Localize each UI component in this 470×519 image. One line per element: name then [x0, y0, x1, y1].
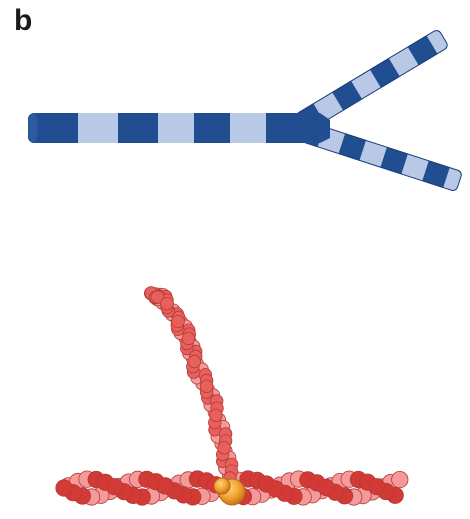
branched-actin-filament-model [56, 287, 408, 505]
arp-complex [214, 478, 245, 505]
actin-subunit [106, 479, 122, 495]
actin-subunit [188, 355, 201, 368]
actin-subunit [182, 332, 195, 345]
actin-subunit [318, 479, 334, 495]
arp-subunit [214, 478, 230, 494]
actin-subunit [157, 478, 173, 494]
actin-subunit [369, 479, 385, 495]
branch-junction [290, 113, 330, 143]
filament-stem [28, 113, 330, 143]
actin-subunit [218, 441, 231, 454]
daughter-filament [144, 287, 238, 485]
actin-subunit [210, 409, 223, 422]
actin-subunit [200, 380, 213, 393]
actin-subunit [172, 315, 185, 328]
actin-subunit [267, 481, 283, 497]
actin-subunit [161, 297, 174, 310]
branched-filament-schematic [28, 28, 463, 192]
actin-subunit [56, 480, 72, 496]
dark-stripe [194, 113, 230, 143]
actin-subunit [392, 471, 408, 487]
dark-stripe [118, 113, 158, 143]
